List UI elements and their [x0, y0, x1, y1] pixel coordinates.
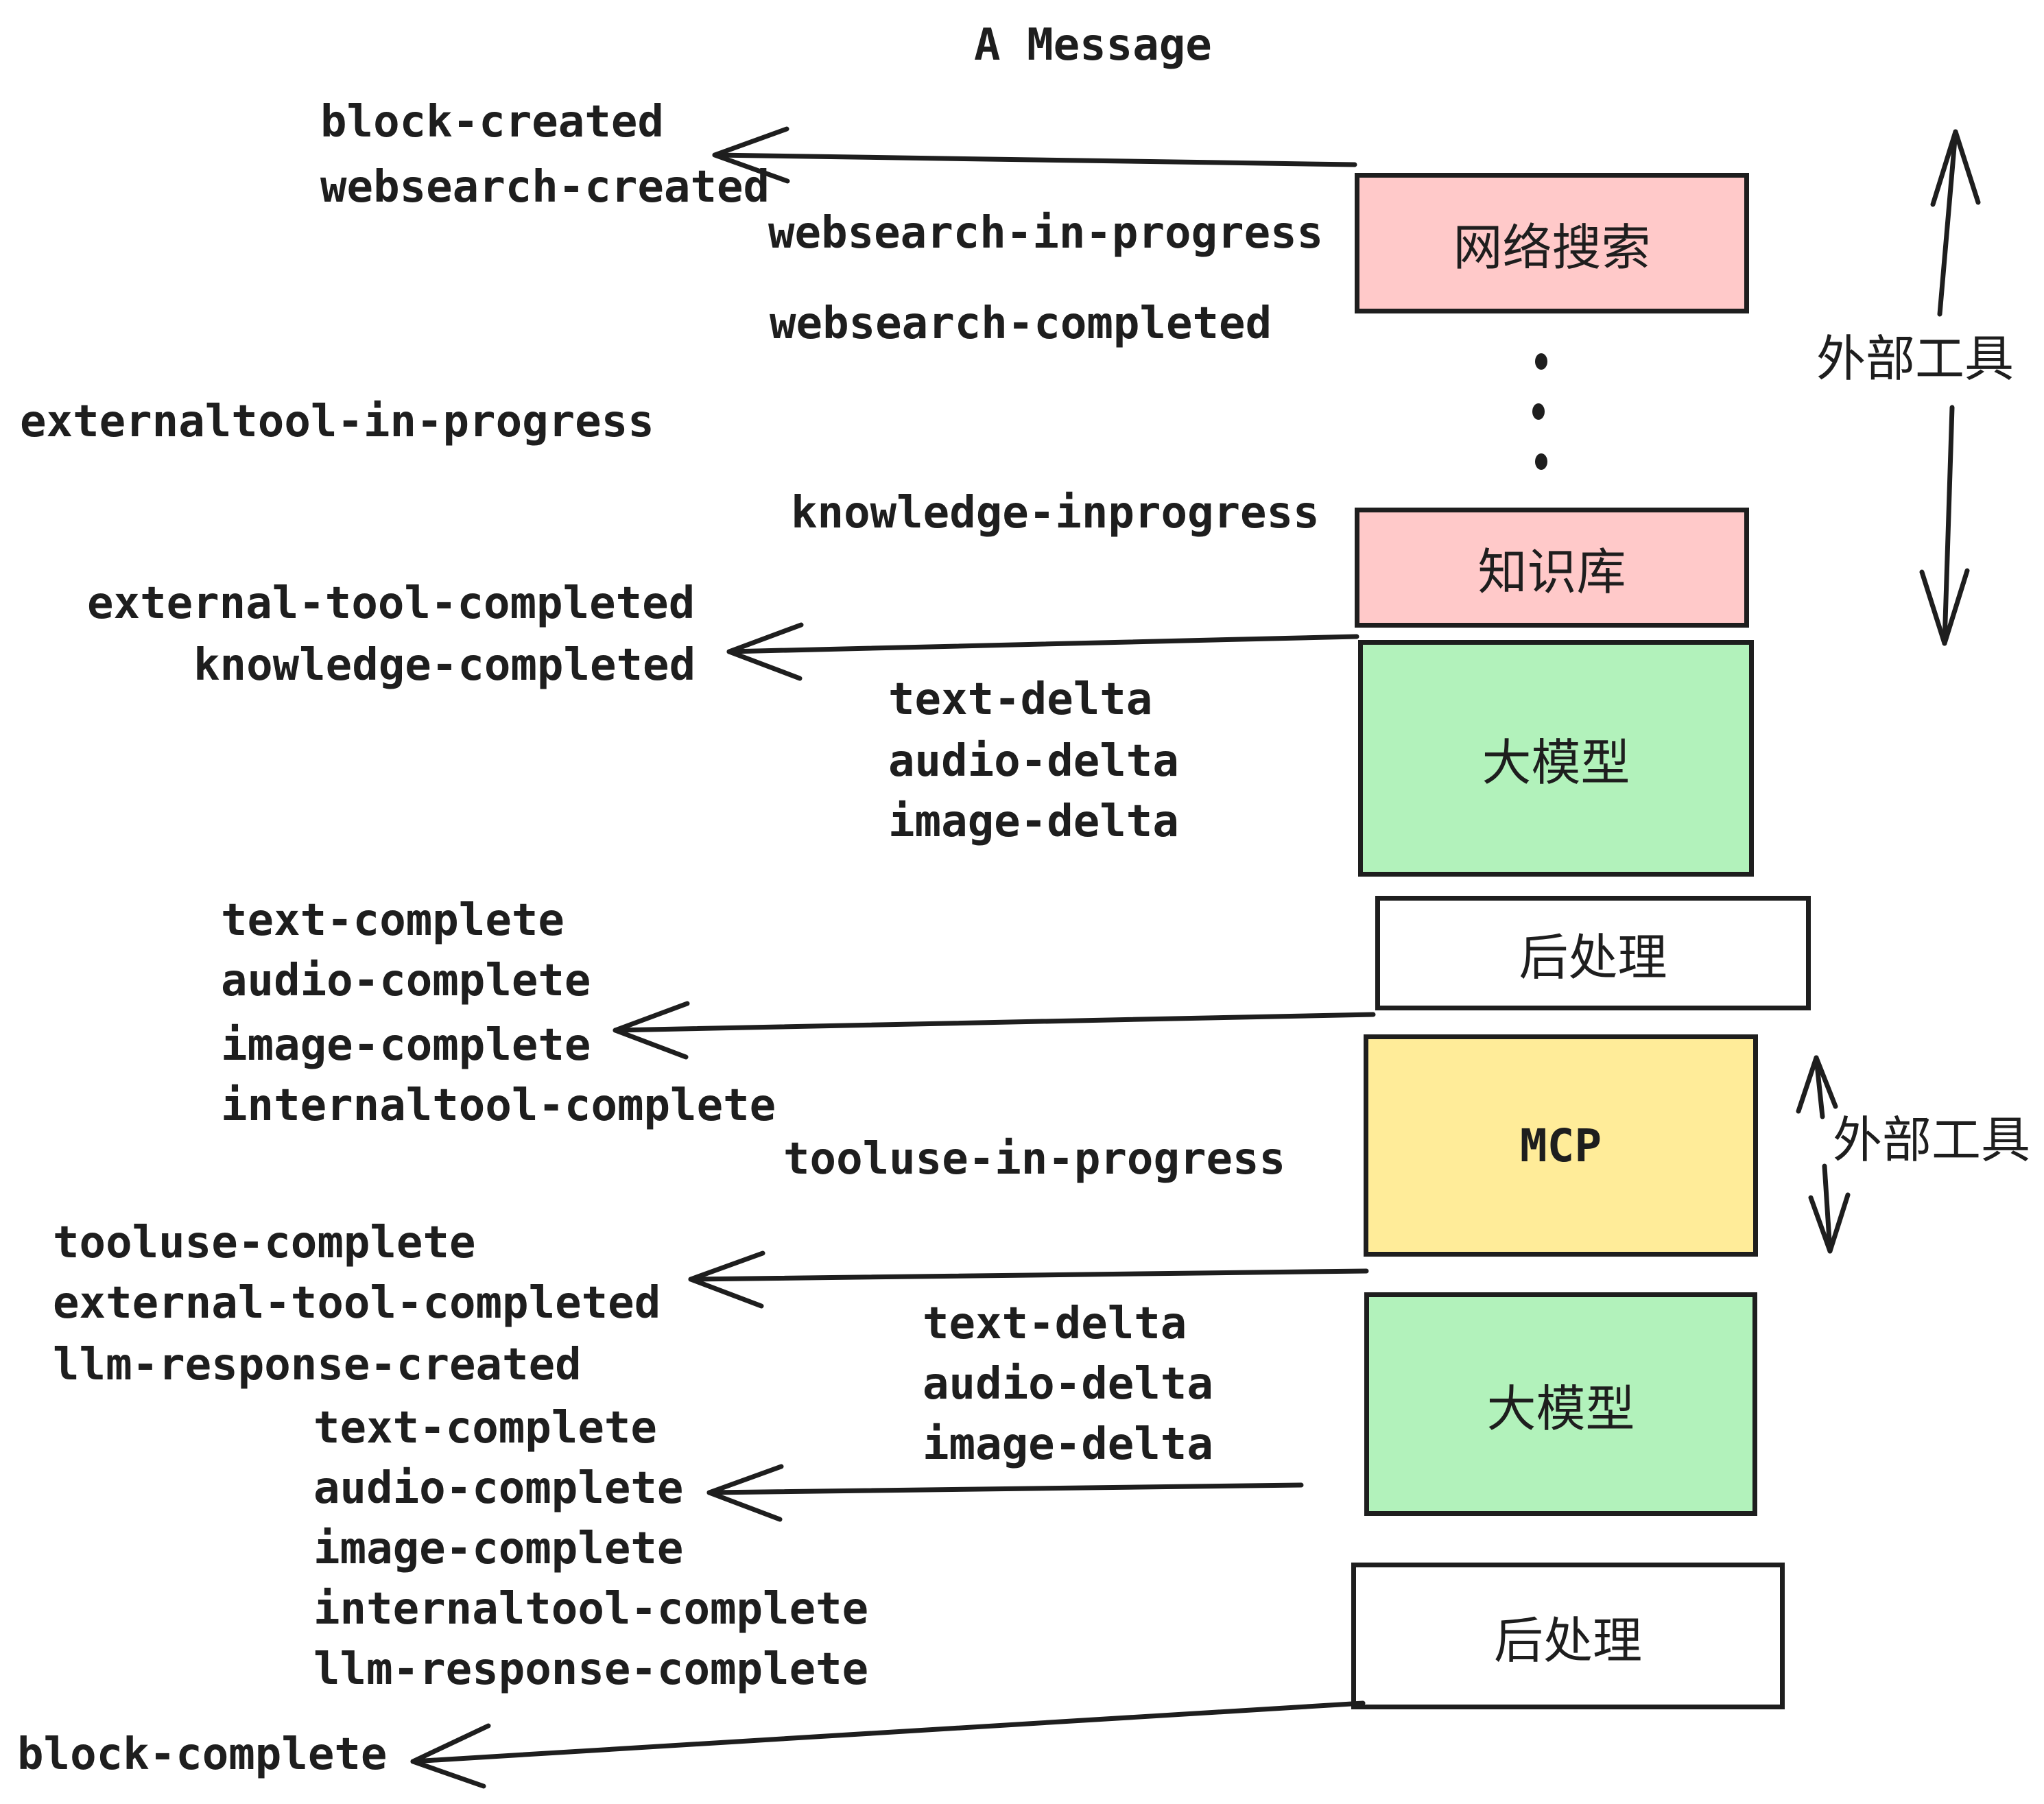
event-label-internaltool-complete-1: internaltool-complete: [221, 1080, 776, 1131]
box-llm-1: 大模型: [1358, 640, 1754, 877]
event-label-knowledge-inprogress: knowledge-inprogress: [791, 488, 1320, 538]
box-postprocess-2: 后处理: [1351, 1563, 1785, 1709]
event-label-tooluse-complete: tooluse-complete: [53, 1218, 476, 1268]
arrow-to-audio-complete-icon: [706, 1464, 1304, 1522]
event-label-block-created: block-created: [320, 97, 664, 147]
ellipsis-dots-icon: [1532, 353, 1547, 470]
event-label-text-delta-1: text-delta: [888, 674, 1153, 725]
event-label-internaltool-complete-2: internaltool-complete: [313, 1584, 869, 1635]
event-label-tooluse-in-progress: tooluse-in-progress: [783, 1134, 1286, 1185]
event-label-knowledge-completed: knowledge-completed: [193, 640, 696, 691]
event-label-llm-response-complete: llm-response-complete: [313, 1644, 869, 1695]
event-label-text-complete-1: text-complete: [221, 895, 565, 946]
event-label-text-complete-2: text-complete: [313, 1403, 657, 1453]
box-llm-2-label: 大模型: [1486, 1379, 1635, 1438]
box-mcp-label: MCP: [1519, 1119, 1602, 1172]
event-label-audio-delta-2: audio-delta: [923, 1359, 1213, 1410]
event-label-websearch-in-progress: websearch-in-progress: [768, 208, 1324, 259]
event-label-audio-complete-1: audio-complete: [221, 956, 591, 1006]
box-llm-1-label: 大模型: [1482, 734, 1630, 792]
box-websearch-label: 网络搜索: [1453, 219, 1651, 276]
event-label-block-complete: block-complete: [17, 1729, 388, 1780]
group-label-external-tools-top: 外部工具: [1816, 330, 2015, 388]
diagram-title: A Message: [974, 20, 1212, 71]
event-label-external-tool-completed-2: external-tool-completed: [53, 1278, 661, 1329]
event-label-image-delta-2: image-delta: [923, 1419, 1213, 1470]
event-label-text-delta-2: text-delta: [923, 1298, 1187, 1349]
event-label-image-complete-1: image-complete: [221, 1020, 591, 1071]
event-label-websearch-completed: websearch-completed: [770, 298, 1272, 349]
external-tools-top-range-arrow-icon: [1919, 129, 1981, 646]
box-postprocess-2-label: 后处理: [1493, 1611, 1642, 1670]
box-knowledge-label: 知识库: [1477, 543, 1626, 601]
event-label-external-tool-completed-1: external-tool-completed: [87, 578, 696, 629]
event-label-externaltool-in-progress: externaltool-in-progress: [20, 396, 654, 447]
arrow-to-image-complete-icon: [613, 1001, 1376, 1060]
box-knowledge: 知识库: [1355, 508, 1749, 628]
event-label-audio-complete-2: audio-complete: [313, 1463, 684, 1514]
box-llm-2: 大模型: [1364, 1292, 1757, 1516]
event-label-llm-response-created: llm-response-created: [53, 1340, 582, 1390]
event-label-websearch-created: websearch-created: [320, 162, 770, 213]
group-label-external-tools-bottom: 外部工具: [1833, 1111, 2031, 1169]
arrow-to-knowledge-completed-icon: [726, 622, 1359, 681]
arrow-to-block-created-icon: [712, 126, 1357, 184]
event-label-audio-delta-1: audio-delta: [888, 736, 1179, 787]
event-label-image-delta-1: image-delta: [888, 796, 1179, 847]
event-label-image-complete-2: image-complete: [313, 1523, 684, 1574]
box-websearch: 网络搜索: [1355, 173, 1749, 313]
box-postprocess-1-label: 后处理: [1519, 929, 1667, 986]
arrow-to-block-complete-icon: [410, 1700, 1366, 1789]
box-mcp: MCP: [1364, 1034, 1758, 1257]
box-postprocess-1: 后处理: [1375, 896, 1811, 1010]
